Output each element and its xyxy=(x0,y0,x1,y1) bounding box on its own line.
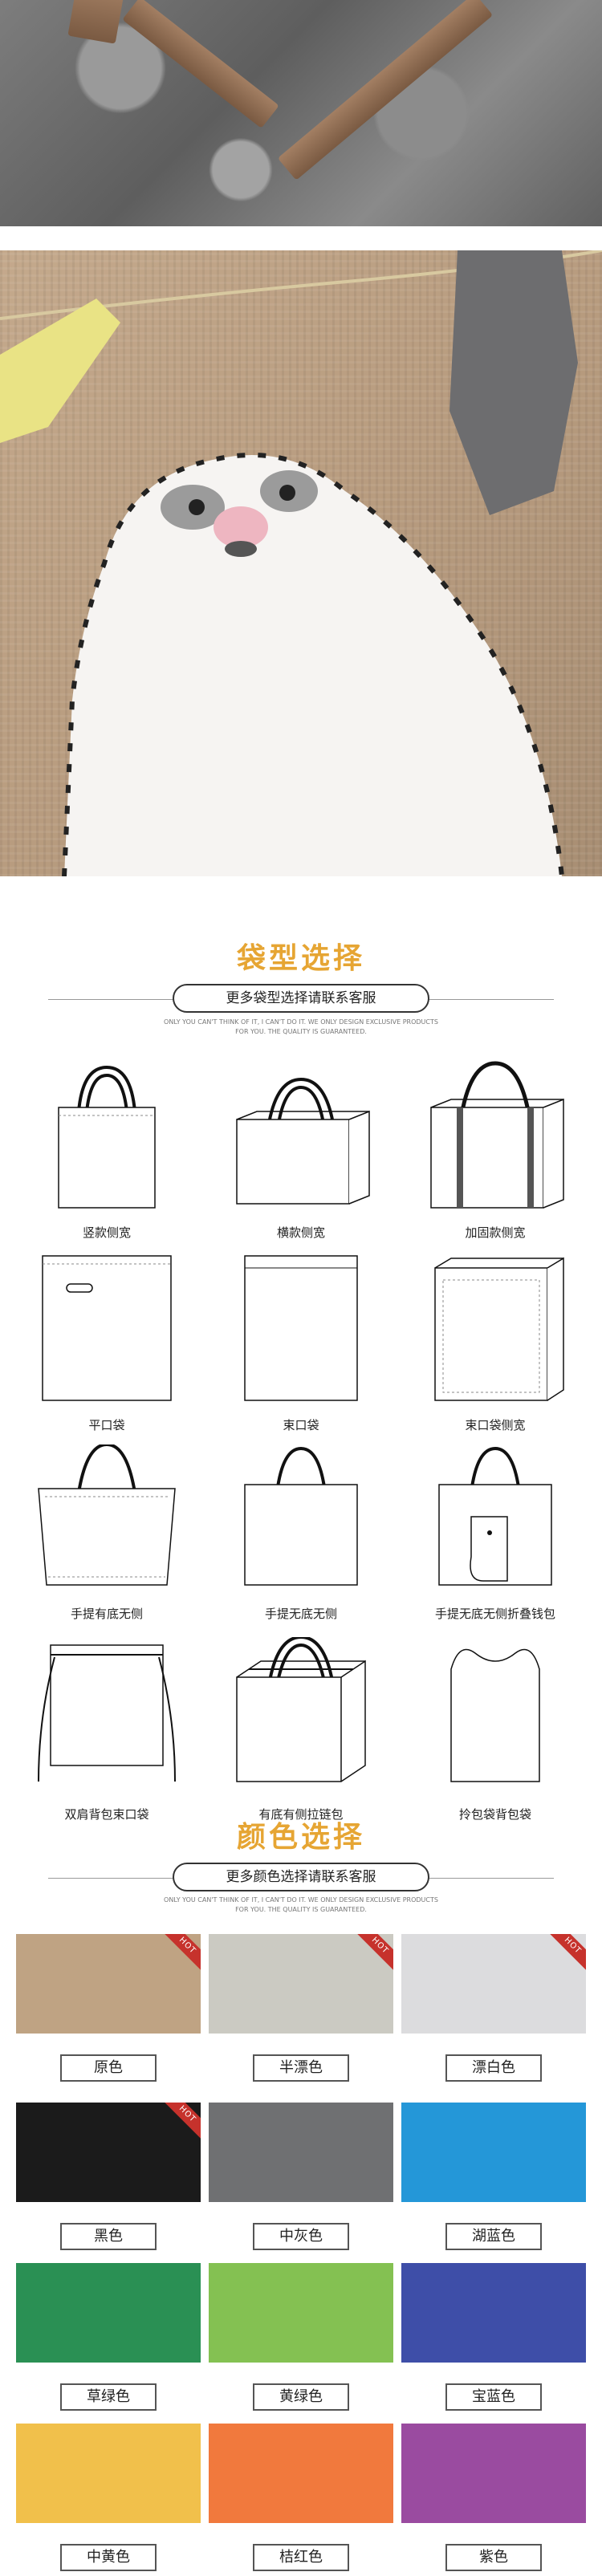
color-swatch: HOT xyxy=(16,1934,201,2034)
handle-bottom-bag-icon xyxy=(38,1444,176,1586)
bag-type-label: 竖款侧宽 xyxy=(82,1225,131,1240)
color-label: 中灰色 xyxy=(253,2223,349,2250)
bag-type-tile[interactable]: 有底有侧拉链包 xyxy=(209,1637,393,1830)
bag-type-label: 平口袋 xyxy=(88,1418,125,1432)
bag-section-contact-pill: 更多袋型选择请联系客服 xyxy=(173,984,429,1013)
color-swatch xyxy=(401,2424,586,2523)
hot-badge: HOT xyxy=(547,1934,586,1972)
drawstring-backpack-icon xyxy=(38,1644,176,1782)
color-swatch: HOT xyxy=(401,1934,586,2034)
color-section-contact-pill: 更多颜色选择请联系客服 xyxy=(173,1863,429,1891)
bag-type-label: 双肩背包束口袋 xyxy=(64,1807,149,1822)
bag-type-label: 手提有底无侧 xyxy=(70,1607,143,1621)
color-tile[interactable]: 湖蓝色 xyxy=(401,2103,586,2263)
bag-type-label: 横款侧宽 xyxy=(276,1225,325,1240)
color-swatch xyxy=(209,2103,393,2202)
color-swatch xyxy=(209,2424,393,2523)
color-swatch xyxy=(401,2103,586,2202)
foldable-pouch-bag-icon xyxy=(438,1446,552,1586)
flat-die-cut-bag-icon xyxy=(42,1255,172,1401)
color-tile[interactable]: 紫色 xyxy=(401,2424,586,2576)
color-section-title: 颜色选择 xyxy=(236,1821,365,1854)
bag-type-label: 束口袋 xyxy=(283,1418,319,1432)
color-tile[interactable]: 中灰色 xyxy=(209,2103,393,2263)
bag-type-tile[interactable]: 手提无底无侧 xyxy=(209,1444,393,1629)
vest-bag-icon xyxy=(450,1648,540,1782)
bag-type-label: 有底有侧拉链包 xyxy=(258,1807,344,1822)
color-tile[interactable]: HOT 黑色 xyxy=(16,2103,201,2263)
color-swatch xyxy=(209,2263,393,2363)
gusset-flat-bag-icon xyxy=(434,1257,564,1401)
color-label: 黑色 xyxy=(60,2223,157,2250)
bag-type-tile[interactable]: 横款侧宽 xyxy=(209,1051,393,1244)
color-label: 草绿色 xyxy=(60,2383,157,2411)
color-tile[interactable]: HOT 半漂色 xyxy=(209,1934,393,2095)
bag-section-tagline-1: ONLY YOU CAN'T THINK OF IT, I CAN'T DO I… xyxy=(164,1018,438,1026)
bag-type-tile[interactable]: 平口袋 xyxy=(14,1252,199,1436)
bag-strap-top xyxy=(67,0,125,44)
color-label: 黄绿色 xyxy=(253,2383,349,2411)
color-label: 湖蓝色 xyxy=(445,2223,542,2250)
color-swatch: HOT xyxy=(16,2103,201,2202)
zipper-bag-icon xyxy=(236,1637,366,1782)
hot-badge: HOT xyxy=(161,2103,201,2140)
color-tile[interactable]: HOT 漂白色 xyxy=(401,1934,586,2095)
color-tile[interactable]: 宝蓝色 xyxy=(401,2263,586,2424)
bag-type-grid: 竖款侧宽 横款侧宽 加固款侧宽 平口袋 xyxy=(14,1051,588,1838)
hot-badge: HOT xyxy=(354,1934,393,1972)
color-swatch xyxy=(16,2263,201,2363)
bag-type-label: 手提无底无侧折叠钱包 xyxy=(434,1607,555,1621)
bag-type-tile[interactable]: 手提无底无侧折叠钱包 xyxy=(403,1444,588,1629)
color-tile[interactable]: 草绿色 xyxy=(16,2263,201,2424)
color-label: 半漂色 xyxy=(253,2054,349,2082)
color-label: 紫色 xyxy=(445,2544,542,2571)
product-photo-strap xyxy=(0,0,602,226)
bag-section-title: 袋型选择 xyxy=(236,942,365,975)
bag-type-label: 束口袋侧宽 xyxy=(465,1418,526,1432)
color-swatch xyxy=(16,2424,201,2523)
color-label: 原色 xyxy=(60,2054,157,2082)
seal-illustration xyxy=(0,250,602,876)
color-tile[interactable]: 黄绿色 xyxy=(209,2263,393,2424)
bag-type-label: 拎包袋背包袋 xyxy=(458,1807,531,1822)
color-tile[interactable]: HOT 原色 xyxy=(16,1934,201,2095)
flat-bag-icon xyxy=(244,1255,358,1401)
bag-type-tile[interactable]: 拎包袋背包袋 xyxy=(403,1637,588,1830)
color-tile[interactable]: 中黄色 xyxy=(16,2424,201,2576)
color-label: 宝蓝色 xyxy=(445,2383,542,2411)
wide-gusset-bag-icon xyxy=(236,1077,370,1205)
color-swatch: HOT xyxy=(209,1934,393,2034)
color-swatch xyxy=(401,2263,586,2363)
color-section-tagline-1: ONLY YOU CAN'T THINK OF IT, I CAN'T DO I… xyxy=(164,1896,438,1904)
bag-type-label: 加固款侧宽 xyxy=(465,1225,526,1240)
bag-type-label: 手提无底无侧 xyxy=(264,1607,337,1621)
color-section-tagline-2: FOR YOU. THE QUALITY IS GUARANTEED. xyxy=(235,1906,367,1913)
color-label: 漂白色 xyxy=(445,2054,542,2082)
bag-type-tile[interactable]: 束口袋侧宽 xyxy=(403,1252,588,1436)
color-tile[interactable]: 桔红色 xyxy=(209,2424,393,2576)
handle-flat-bag-icon xyxy=(244,1446,358,1586)
bag-type-tile[interactable]: 束口袋 xyxy=(209,1252,393,1436)
reinforced-gusset-bag-icon xyxy=(430,1061,564,1209)
product-photo-seal-print xyxy=(0,250,602,876)
bag-type-tile[interactable]: 竖款侧宽 xyxy=(14,1051,199,1244)
tall-gusset-bag-icon xyxy=(58,1065,156,1209)
hot-badge: HOT xyxy=(161,1934,201,1972)
bag-type-tile[interactable]: 加固款侧宽 xyxy=(403,1051,588,1244)
color-label: 中黄色 xyxy=(60,2544,157,2571)
bag-type-tile[interactable]: 双肩背包束口袋 xyxy=(14,1637,199,1830)
color-swatch-grid: HOT 原色 HOT 半漂色 HOT 漂白色 HOT 黑色 中灰色 湖蓝色 草绿… xyxy=(16,1934,586,2576)
bag-type-tile[interactable]: 手提有底无侧 xyxy=(14,1444,199,1629)
color-label: 桔红色 xyxy=(253,2544,349,2571)
bag-strap-right xyxy=(277,0,494,181)
bag-strap-left xyxy=(122,0,279,128)
bag-section-tagline-2: FOR YOU. THE QUALITY IS GUARANTEED. xyxy=(235,1028,367,1035)
